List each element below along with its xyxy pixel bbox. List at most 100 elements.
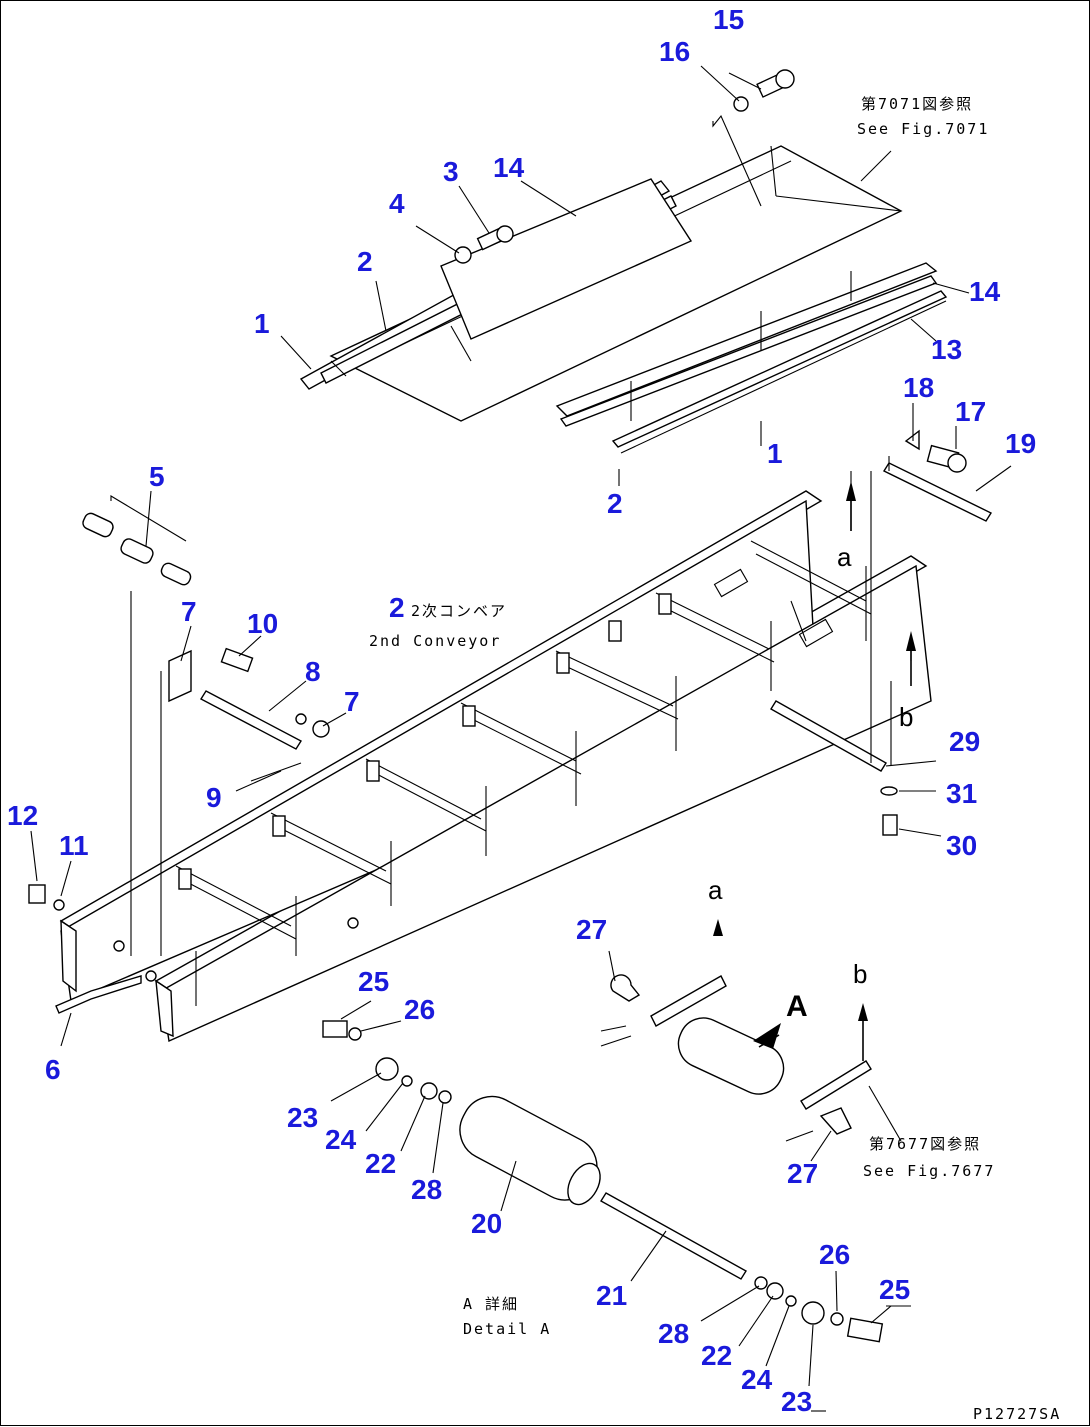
callout-2-conveyor: 2 <box>389 592 405 623</box>
callout-21: 21 <box>596 1280 627 1311</box>
conveyor-frame <box>28 490 932 1043</box>
callout-3: 3 <box>443 156 459 187</box>
callout-28-left: 28 <box>411 1174 442 1205</box>
note-conveyor-jp: 2次コンベア <box>411 602 507 620</box>
shaft-29 <box>770 700 887 772</box>
callout-24-right: 24 <box>741 1364 773 1395</box>
callout-31: 31 <box>946 778 977 809</box>
note-conveyor-en: 2nd Conveyor <box>369 632 501 650</box>
detail-a <box>322 974 884 1343</box>
annotations: 第7071図参照 See Fig.7071 2次コンベア 2nd Conveyo… <box>369 95 1059 1423</box>
washer-16 <box>733 96 749 112</box>
callout-26-right: 26 <box>819 1239 850 1270</box>
symbol-a-detail: a <box>708 875 723 905</box>
callout-18: 18 <box>903 372 934 403</box>
roller-5a <box>82 512 114 538</box>
callout-1-right: 1 <box>767 438 783 469</box>
callout-2-right: 2 <box>607 488 623 519</box>
callout-26-left: 26 <box>404 994 435 1025</box>
callout-29: 29 <box>949 726 980 757</box>
callout-27-lower: 27 <box>787 1158 818 1189</box>
housing-23-left <box>375 1057 399 1081</box>
callout-19: 19 <box>1005 428 1036 459</box>
arrows-frame <box>846 481 916 686</box>
side-rail-upper <box>555 262 938 417</box>
bolt-25-left <box>322 1020 348 1038</box>
leader-lines-detail <box>330 950 911 1412</box>
callout-9: 9 <box>206 782 222 813</box>
callout-22-right: 22 <box>701 1340 732 1371</box>
callouts: 15 16 3 14 4 2 1 14 13 18 17 19 1 2 5 2 … <box>7 4 1036 1417</box>
callout-23-left: 23 <box>287 1102 318 1133</box>
callout-7-right: 7 <box>344 686 360 717</box>
washer-26-right <box>830 1312 844 1326</box>
callout-1-upper: 1 <box>254 308 270 339</box>
washer-31 <box>880 786 898 796</box>
plate-14-upper <box>440 178 693 340</box>
bracket-19 <box>882 462 993 522</box>
note-see-7071-jp: 第7071図参照 <box>861 95 973 113</box>
washer-4 <box>454 246 472 264</box>
part-9 <box>250 762 302 782</box>
note-see-7677-jp: 第7677図参照 <box>869 1135 981 1153</box>
symbol-a-frame: a <box>837 542 852 572</box>
nut-12 <box>28 884 46 904</box>
callout-13: 13 <box>931 334 962 365</box>
callout-6: 6 <box>45 1054 61 1085</box>
callout-14-right: 14 <box>969 276 1001 307</box>
callout-27-upper: 27 <box>576 914 607 945</box>
callout-16: 16 <box>659 36 690 67</box>
callout-5: 5 <box>149 461 165 492</box>
callout-23-right: 23 <box>781 1386 812 1417</box>
cover-trough <box>329 145 903 422</box>
symbol-b-detail: b <box>853 959 867 989</box>
note-see-7071-en: See Fig.7071 <box>857 120 989 138</box>
washer-11 <box>53 899 65 911</box>
bearing-22-right <box>766 1282 784 1300</box>
seal-28-left <box>438 1090 452 1104</box>
callout-22-left: 22 <box>365 1148 396 1179</box>
note-see-7677-en: See Fig.7677 <box>863 1162 995 1180</box>
bearing-22-left <box>420 1082 438 1100</box>
ring-24-right <box>785 1295 797 1307</box>
upper-cover-assembly <box>299 69 993 522</box>
callout-2-upper: 2 <box>357 246 373 277</box>
callout-10: 10 <box>247 608 278 639</box>
note-detail-jp: A 詳細 <box>463 1295 519 1313</box>
housing-23-right <box>801 1301 825 1325</box>
idler-shaft-upper <box>650 975 727 1027</box>
bracket-27-lower <box>819 1107 852 1135</box>
note-detail-en: Detail A <box>463 1320 551 1338</box>
callout-28-right: 28 <box>658 1318 689 1349</box>
bracket-27-upper <box>610 974 641 1002</box>
callout-12: 12 <box>7 800 38 831</box>
pin-10 <box>220 647 254 673</box>
arrows-detail <box>713 919 868 1061</box>
bracket-7-left <box>168 649 192 703</box>
callout-30: 30 <box>946 830 977 861</box>
roller-upper <box>677 1017 785 1095</box>
shaft-8 <box>200 690 302 750</box>
symbol-view-a: A <box>786 990 808 1023</box>
roller-5c <box>160 562 192 586</box>
bolt-30 <box>882 814 898 836</box>
bracket-lower <box>800 1060 872 1110</box>
callout-7-left: 7 <box>181 596 197 627</box>
washer-26-left <box>348 1027 362 1041</box>
callout-8: 8 <box>305 656 321 687</box>
callout-11: 11 <box>59 830 89 861</box>
callout-20: 20 <box>471 1208 502 1239</box>
callout-4: 4 <box>389 188 405 219</box>
leader-lines-upper <box>280 65 1012 492</box>
callout-25-left: 25 <box>358 966 389 997</box>
callout-15: 15 <box>713 4 744 35</box>
roller-5b <box>120 538 154 564</box>
shaft-21 <box>600 1192 747 1280</box>
side-rail-lower <box>611 290 948 448</box>
symbol-b-frame: b <box>899 702 913 732</box>
bolt-25-right <box>846 1317 884 1343</box>
callout-25-right: 25 <box>879 1274 910 1305</box>
callout-17: 17 <box>955 396 986 427</box>
